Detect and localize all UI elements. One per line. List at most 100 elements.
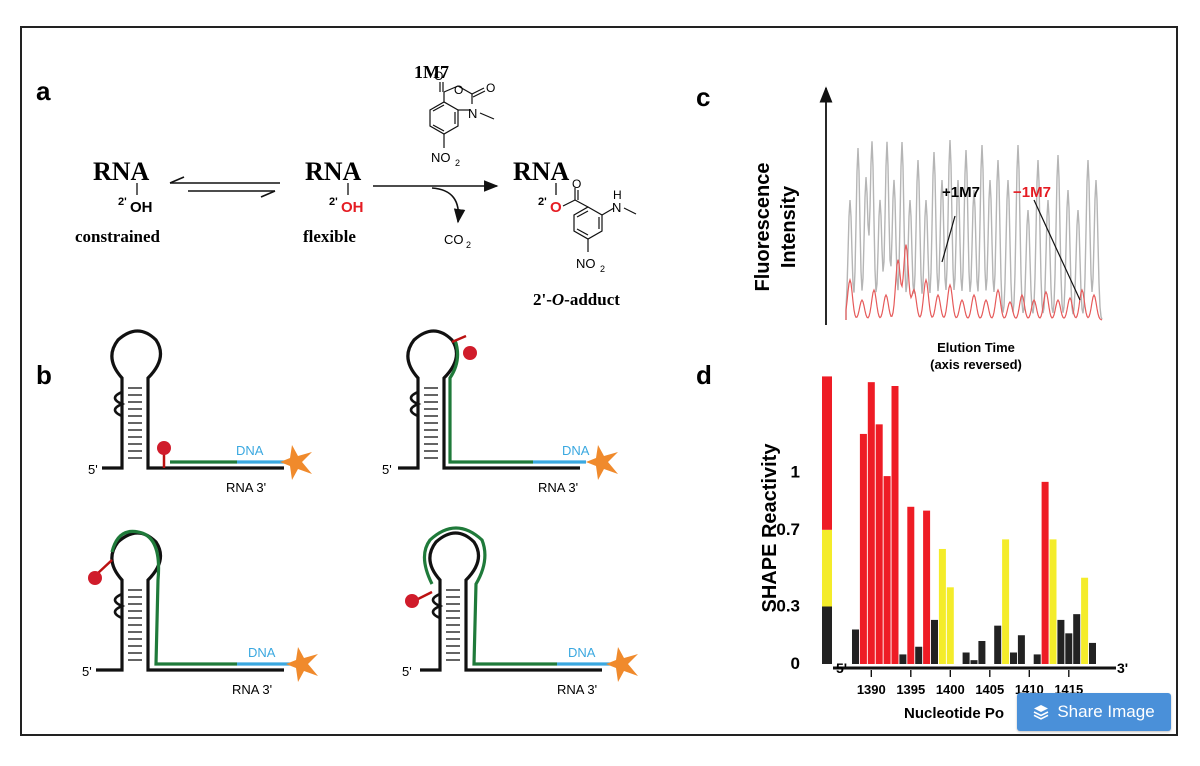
c-y-axis-label-line2: Intensity: [778, 185, 800, 268]
ring-n: N: [468, 106, 477, 121]
d-x-tick-label: 1390: [857, 682, 886, 697]
svg-text:5': 5': [402, 664, 412, 679]
share-image-label: Share Image: [1057, 702, 1155, 721]
oh-label-flexible: OH: [341, 199, 364, 216]
shape-bar-1396: [915, 646, 923, 664]
d-y-axis-label: SHAPE Reactivity: [759, 443, 781, 613]
shape-bar-1407: [1002, 539, 1010, 664]
adduct-n: N: [612, 200, 621, 215]
shape-bar-1400: [946, 587, 954, 664]
shape-bar-1388: [852, 629, 859, 664]
c-x-axis-label-line1: Elution Time: [937, 340, 1015, 355]
d-y-tick-label: 0.3: [776, 596, 800, 615]
no2-sub-reagent: 2: [455, 158, 460, 168]
shape-bar-1413: [1049, 539, 1057, 664]
svg-text:5': 5': [382, 462, 392, 477]
shape-bar-1394: [899, 654, 907, 664]
d-five-prime: 5': [836, 660, 847, 676]
shape-bar-1406: [994, 625, 1002, 664]
adduct-carbonyl-o: O: [572, 177, 581, 191]
shape-bar-1395: [907, 506, 915, 664]
shape-bar-1409: [1017, 635, 1025, 664]
svg-text:DNA: DNA: [568, 645, 596, 660]
svg-text:RNA 3': RNA 3': [538, 480, 578, 495]
reagent-label: 1M7: [414, 62, 449, 82]
d-bars: [822, 376, 1096, 664]
carbonyl-o-1: O: [434, 69, 443, 83]
adduct-caption: 2'-O-adduct: [533, 290, 620, 309]
oh-superscript-flexible: 2': [329, 196, 338, 208]
rna-adduct-label: RNA: [513, 157, 570, 186]
carbonyl-o-2: O: [486, 81, 495, 95]
svg-text:DNA: DNA: [248, 645, 276, 660]
panel-b: b DNA 5' RNA 3': [36, 329, 638, 697]
shape-bar-1417: [1081, 577, 1089, 664]
panel-a: a RNA 2' OH constrained RNA 2' OH flexib…: [36, 62, 637, 309]
svg-text:RNA 3': RNA 3': [232, 682, 272, 697]
trace-plus-1m7: [845, 139, 1103, 320]
co2-release-arrow: [431, 187, 466, 224]
shape-bar-1402: [962, 652, 970, 664]
o-superscript: 2': [538, 196, 547, 208]
reactivity-scale-segment: [822, 376, 832, 530]
hairpin-diagram-2: DNA 5' RNA 3': [382, 329, 618, 495]
shape-bar-1389: [859, 433, 867, 664]
d-y-ticks: 00.30.71: [776, 462, 800, 673]
svg-text:5': 5': [82, 664, 92, 679]
shape-bar-1391: [875, 424, 883, 664]
shape-bar-1399: [938, 548, 946, 664]
c-x-axis-label-line2: (axis reversed): [930, 357, 1022, 372]
share-image-button[interactable]: Share Image: [1017, 693, 1171, 731]
minus-1m7-label: −1M7: [1013, 184, 1051, 201]
c-y-axis-label-line1: Fluorescence: [752, 163, 774, 292]
no2-label-adduct: NO: [576, 256, 596, 271]
shape-bar-1418: [1089, 642, 1096, 664]
plus-label-pointer: [941, 215, 956, 263]
rna-constrained-label: RNA: [93, 157, 150, 186]
shape-bar-1397: [923, 510, 931, 664]
panel-d-label: d: [696, 360, 712, 390]
d-x-tick-label: 1400: [936, 682, 965, 697]
trace-minus-1m7: [845, 244, 1103, 321]
shape-bar-1392: [883, 476, 891, 664]
panel-c: c Fluorescence Intensity +1M7 −1M7 Eluti…: [696, 82, 1103, 372]
panel-a-label: a: [36, 76, 51, 106]
shape-bar-1415: [1065, 633, 1073, 664]
svg-text:DNA: DNA: [236, 443, 264, 458]
1m7-structure: [429, 82, 495, 148]
figure-frame: [20, 26, 1178, 736]
shape-bar-1416: [1073, 614, 1081, 664]
reactivity-scale-segment: [822, 606, 832, 664]
hairpin-diagram-3: DNA 5' RNA 3': [82, 529, 318, 697]
adduct-structure: [562, 188, 637, 252]
layers-icon: [1033, 705, 1049, 720]
d-three-prime: 3': [1117, 660, 1128, 676]
d-y-tick-label: 0: [791, 654, 800, 673]
shape-bar-1411: [1033, 654, 1041, 664]
svg-text:RNA 3': RNA 3': [226, 480, 266, 495]
shape-bar-1390: [867, 382, 875, 664]
minus-label-pointer: [1033, 199, 1081, 301]
svg-text:5': 5': [88, 462, 98, 477]
adduct-h: H: [613, 188, 622, 202]
hairpin-diagram-1: DNA 5' RNA 3': [88, 329, 312, 495]
svg-text:DNA: DNA: [562, 443, 590, 458]
shape-bar-1412: [1041, 481, 1049, 664]
constrained-label: constrained: [75, 227, 161, 246]
shape-bar-1393: [891, 386, 899, 664]
reactivity-scale-segment: [822, 529, 832, 607]
ring-o: O: [454, 83, 463, 97]
d-x-tick-label: 1395: [896, 682, 925, 697]
flexible-label: flexible: [303, 227, 356, 246]
hairpin-diagram-4: DNA 5' RNA 3': [402, 526, 638, 697]
oh-superscript: 2': [118, 196, 127, 208]
rna-flexible-label: RNA: [305, 157, 362, 186]
adduct-o: O: [550, 199, 562, 216]
d-x-axis-label: Nucleotide Po: [904, 705, 1004, 722]
svg-text:RNA 3': RNA 3': [557, 682, 597, 697]
shape-bar-1404: [978, 640, 986, 664]
d-x-tick-label: 1405: [975, 682, 1004, 697]
